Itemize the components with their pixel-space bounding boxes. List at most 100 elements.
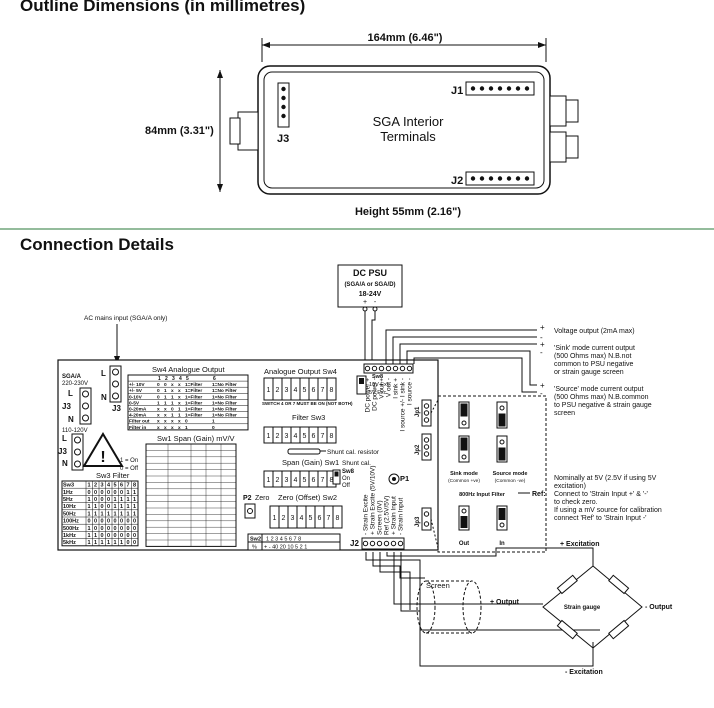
arrow-down-icon [217,184,223,192]
j2-board-label: J2 [350,539,359,548]
dip-number: 7 [321,477,325,484]
ref-note-3: Connect to 'Strain Input +' & '-' [554,491,648,498]
j1-pin [399,365,406,372]
jp2-pins [423,437,430,457]
ac-mains-label: AC mains input (SGA/A only) [84,315,167,322]
j1-label: J1 [451,85,463,97]
ac-n2-label: N [101,393,107,402]
sw3-cell: 1kHz [63,533,76,539]
sw8-exc-toggle[interactable] [356,375,367,395]
sw3-cell: 0 [94,490,97,496]
dip-number: 6 [312,433,316,440]
sw3-cell: 5Hz [63,497,73,503]
j3-label: J3 [277,133,289,145]
sw3-cell: 1 [114,511,117,517]
minus-output-label: - Output [645,604,673,611]
j1-pin-label: I sink + [393,378,400,399]
sw3-cell: 0 [101,519,104,525]
sw4-cell: 1=No Filter [212,400,237,406]
side-dimension-label: 84mm (3.31") [145,125,214,137]
dip-number: 4 [294,477,298,484]
dip-number: 5 [303,477,307,484]
j1-pin [392,365,399,372]
sw3-cell: 1 [114,504,117,510]
sw4-cell: x [178,383,181,388]
sw3-cell: 1 [94,533,97,539]
sw4-cell: 1=Filter [185,382,202,388]
span-sw1-label: Span (Gain) Sw1 [282,458,339,467]
j2-pin [397,540,404,547]
sw4-cell: 0 [185,419,188,425]
filter-in-label: In [499,541,505,547]
j2-pin [369,540,376,547]
sw8-toggle-knob [334,471,339,477]
sw4-title: Sw4 Analogue Output [152,365,225,374]
dip-number: 2 [276,433,280,440]
sw4-cell: 1=Filter [185,407,202,413]
sw3-cell: 1 [120,511,123,517]
sw4-cell: 0-5V [129,400,140,406]
shunt-resistor-label: Shunt cal. resistor [327,449,380,456]
sw4-cell: 1 [164,400,167,406]
sink-note-4: or strain gauge screen [554,369,624,376]
sw4-cell: 1=Filter [185,413,202,419]
ac-l-label: L [68,389,73,398]
sw1-off-label: 0 = Off [120,466,138,472]
j3-pins [281,86,286,119]
sw3-cell: 1 [101,540,104,546]
sw4-cell: x [171,420,174,425]
j2-pin-label: Ref (2.5V/5V) [384,496,391,535]
svg-text:-: - [540,348,543,357]
dip-number: 2 [282,515,286,522]
ref-label: Ref: [532,491,546,498]
j2-pin [390,540,397,547]
sw3-cell: 1 [88,511,91,517]
sw4-cell: 0 [212,425,215,431]
width-dimension-label: 164mm (6.46") [368,32,443,44]
dip-number: 6 [312,387,316,394]
sw3-cell: 1 [114,540,117,546]
sw4-header-cell: 3 [172,376,175,382]
sw3-cell: 0 [94,519,97,525]
sink-note-2: (500 Ohms max) N.B.not [554,353,631,360]
sw4-cell: 1=Filter [185,394,202,400]
j2-terminal-block [361,537,405,550]
psu-subtitle: (SGA/A or SGA/D) [344,282,395,288]
screen-cable-shield [416,580,482,634]
j1-output-wires [385,329,537,393]
ac-j3b-label: J3 [112,404,121,413]
sw3-cell: 1 [127,497,130,503]
jp3-header[interactable] [421,507,432,531]
sw8-toggle[interactable] [332,469,341,485]
j1-pins [470,86,530,91]
j1-pin-labels: DC power +DC power -V out +V out -I sink… [365,378,414,432]
j1-pin [364,365,371,372]
sw4-cell: 0 [164,382,167,388]
sw3-cell: 0 [114,490,117,496]
sw4-cell: 1 [185,425,188,431]
sw4-cell: 1 [164,394,167,400]
sw4-cell: 1 [178,407,181,413]
outline-heading: Outline Dimensions (in millimetres) [20,0,306,15]
ac-n-label: N [68,415,74,424]
sw4-cell: 1=No Filter [212,382,237,388]
sw4-cell: x [164,420,167,425]
jp1-label: Jp1 [415,406,421,417]
screen-label: Screen [426,581,450,590]
sw4-cell: x [164,414,167,419]
sw4-cell: 0-10V [129,394,143,400]
sink-note-3: common to PSU negative [554,361,633,368]
sw4-cell: x [171,389,174,394]
dip-number: 4 [300,515,304,522]
strain-gauge-label: Strain gauge [564,605,601,611]
sw3-cell: 0 [114,533,117,539]
center-label-1: SGA Interior [373,114,444,129]
jp2-label: Jp2 [415,444,421,455]
psu-terminal-plus [362,306,368,312]
sw3-cell: 1 [127,490,130,496]
